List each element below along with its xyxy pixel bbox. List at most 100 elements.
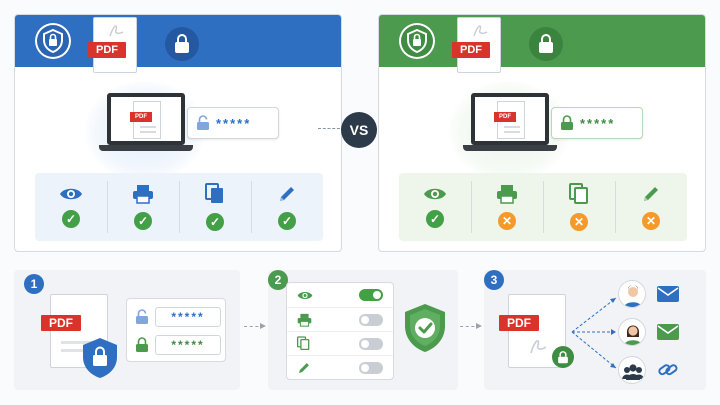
pdf-document-icon: PDF <box>41 294 108 368</box>
copy-toggle[interactable] <box>359 337 383 350</box>
pdf-label: PDF <box>88 42 126 58</box>
man-avatar-icon <box>618 280 646 308</box>
denied-x-icon: ✕ <box>570 213 588 231</box>
panel-header-band: PDF <box>15 15 341 73</box>
pencil-icon <box>644 187 658 201</box>
denied-x-icon: ✕ <box>642 212 660 230</box>
printer-icon <box>133 185 153 204</box>
permission-toggles-card <box>286 282 394 380</box>
password-field[interactable]: ***** <box>187 107 279 139</box>
pencil-icon <box>280 187 294 201</box>
text-line <box>504 126 520 128</box>
text-line <box>140 126 156 128</box>
permission-copy: ✓ <box>179 173 251 241</box>
permissions-password-field[interactable]: ***** <box>155 335 221 355</box>
laptop-icon: PDF <box>471 93 549 145</box>
permission-print: ✓ <box>107 173 179 241</box>
copy-icon <box>297 336 310 350</box>
flow-arrow <box>244 323 266 329</box>
pencil-icon <box>299 362 309 373</box>
pdf-document-icon: PDF <box>88 17 137 73</box>
permissions-password-row: ***** <box>135 335 221 355</box>
toggle-row-view <box>287 283 393 307</box>
laptop-base <box>463 145 557 151</box>
lock-icon <box>561 115 573 130</box>
permission-view: ✓ <box>35 173 107 241</box>
group-avatar-icon <box>618 356 646 384</box>
permission-copy: ✕ <box>543 173 615 241</box>
pdf-document-icon: PDF <box>130 101 161 139</box>
eye-icon <box>297 291 313 299</box>
vs-badge: VS <box>341 112 377 148</box>
password-settings-card: ***** ***** <box>126 298 226 362</box>
woman-avatar-icon <box>618 318 646 346</box>
laptop-base <box>99 145 193 151</box>
shield-lock-icon <box>83 338 117 378</box>
shield-lock-icon <box>399 23 435 59</box>
full-access-panel: PDF PDF ***** ✓ ✓ <box>14 14 342 252</box>
mail-icon <box>656 323 680 341</box>
share-connectors <box>571 297 617 369</box>
open-password-row: ***** <box>135 307 221 327</box>
unlock-icon <box>136 309 148 324</box>
copy-icon <box>569 183 588 204</box>
toggle-row-edit <box>287 355 393 379</box>
shield-lock-icon <box>35 23 71 59</box>
printer-icon <box>297 313 312 327</box>
pdf-document-icon: PDF <box>494 101 525 139</box>
lock-icon <box>165 27 199 61</box>
pdf-label: PDF <box>452 42 490 58</box>
printer-icon <box>497 185 517 204</box>
acrobat-symbol-icon <box>530 339 547 354</box>
permissions-row: ✓ ✕ ✕ ✕ <box>399 173 687 241</box>
password-mask: ***** <box>580 115 616 131</box>
permission-view: ✓ <box>399 173 471 241</box>
pdf-label: PDF <box>130 112 152 122</box>
toggle-row-print <box>287 307 393 331</box>
pdf-document-icon: PDF <box>452 17 501 73</box>
permission-edit: ✕ <box>615 173 687 241</box>
permission-print: ✕ <box>471 173 543 241</box>
lock-icon <box>136 337 148 352</box>
denied-x-icon: ✕ <box>498 212 516 230</box>
link-icon <box>656 361 680 379</box>
eye-icon <box>424 188 446 200</box>
step-1-set-passwords: 1 PDF ***** ***** <box>14 270 240 390</box>
panel-header-band: PDF <box>379 15 705 73</box>
copy-icon <box>205 183 223 203</box>
allowed-check-icon: ✓ <box>206 213 224 231</box>
restricted-access-panel: PDF PDF ***** ✓ ✕ <box>378 14 706 252</box>
shield-check-icon <box>405 304 445 352</box>
step-2-set-permissions: 2 <box>268 270 458 390</box>
step-number: 1 <box>24 274 44 294</box>
connector-line <box>318 128 340 129</box>
allowed-check-icon: ✓ <box>62 210 80 228</box>
flow-arrow <box>460 323 482 329</box>
open-password-field[interactable]: ***** <box>155 307 221 327</box>
step-3-share: 3 PDF <box>484 270 706 390</box>
password-mask: ***** <box>216 115 252 131</box>
allowed-check-icon: ✓ <box>426 210 444 228</box>
print-toggle[interactable] <box>359 313 383 326</box>
pdf-label: PDF <box>494 112 516 122</box>
eye-icon <box>60 188 82 200</box>
lock-icon <box>552 346 574 368</box>
laptop-icon: PDF <box>107 93 185 145</box>
edit-toggle[interactable] <box>359 361 383 374</box>
text-line <box>61 341 95 344</box>
unlock-icon <box>197 115 209 130</box>
text-line <box>504 131 520 133</box>
text-line <box>61 349 87 352</box>
permissions-row: ✓ ✓ ✓ ✓ <box>35 173 323 241</box>
toggle-row-copy <box>287 331 393 355</box>
password-field[interactable]: ***** <box>551 107 643 139</box>
step-number: 2 <box>268 270 288 290</box>
step-number: 3 <box>484 270 504 290</box>
lock-icon <box>529 27 563 61</box>
view-toggle[interactable] <box>359 289 383 301</box>
allowed-check-icon: ✓ <box>278 212 296 230</box>
pdf-label: PDF <box>499 315 539 331</box>
text-line <box>140 131 156 133</box>
pdf-label: PDF <box>41 315 81 331</box>
